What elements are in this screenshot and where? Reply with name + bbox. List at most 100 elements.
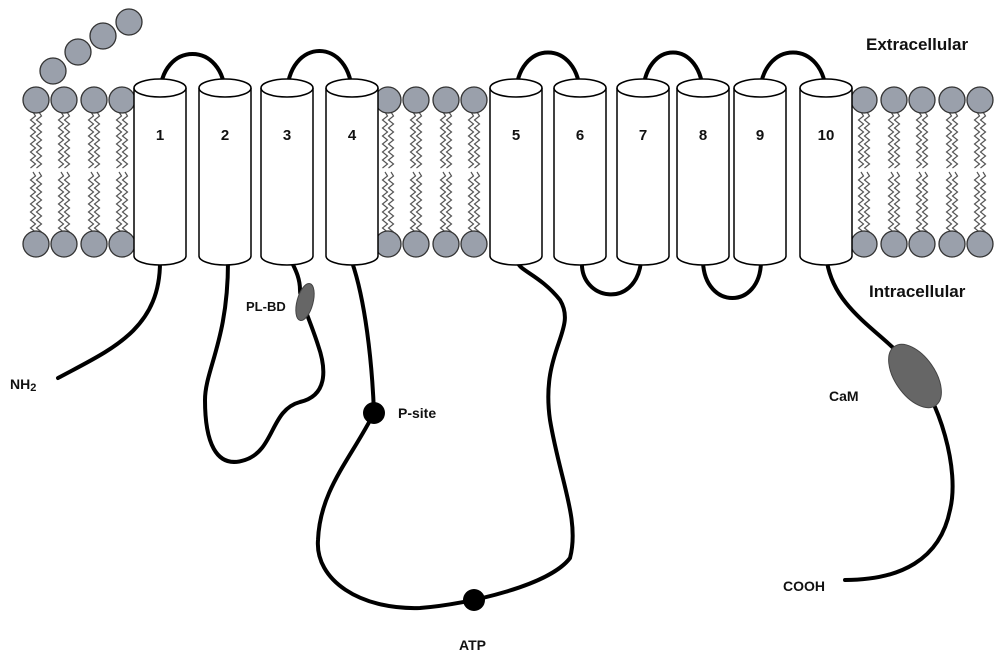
glycan-bead xyxy=(65,39,91,65)
lipid-head xyxy=(939,231,965,257)
helix-3: 3 xyxy=(261,79,313,265)
calmodulin-binding-domain xyxy=(878,335,952,417)
lipid-head xyxy=(109,87,135,113)
lipid-tail xyxy=(923,112,928,168)
lipid-head xyxy=(909,231,935,257)
lipid-tail xyxy=(917,172,922,232)
lipid-tail xyxy=(447,172,452,232)
lipid-tail xyxy=(37,172,42,232)
lipid-tail xyxy=(469,172,474,232)
lipid-head xyxy=(23,231,49,257)
lipid-head xyxy=(909,87,935,113)
lipid-head xyxy=(403,87,429,113)
transmembrane-helices: 1 2 3 4 5 6 7 8 9 10 xyxy=(134,79,852,265)
lipid-head xyxy=(967,231,993,257)
lipid-tail xyxy=(981,172,986,232)
large-cytoplasmic-loop xyxy=(318,262,573,608)
lipid-tail xyxy=(469,112,474,168)
lipid-tail xyxy=(895,172,900,232)
glycan-bead xyxy=(116,9,142,35)
helix-label: 2 xyxy=(221,127,229,144)
lipid-tail xyxy=(441,172,446,232)
lipid-head xyxy=(375,231,401,257)
lipid-tail xyxy=(889,112,894,168)
helix-label: 5 xyxy=(512,127,520,144)
extracellular-glycan-chain xyxy=(40,9,142,84)
lipid-tail xyxy=(889,172,894,232)
helix-label: 10 xyxy=(818,127,835,144)
helix-label: 4 xyxy=(348,127,357,144)
p-site-label: P-site xyxy=(398,405,436,421)
lipid-tail xyxy=(389,172,394,232)
lipid-tail xyxy=(65,112,70,168)
lipid-tail xyxy=(59,112,64,168)
helix-label: 7 xyxy=(639,127,647,144)
lipid-tail xyxy=(865,172,870,232)
lipid-tail xyxy=(411,112,416,168)
helix-5: 5 xyxy=(490,79,542,265)
helix-7: 7 xyxy=(617,79,669,265)
helix-label: 9 xyxy=(756,127,764,144)
lipid-head xyxy=(881,87,907,113)
lipid-head xyxy=(81,87,107,113)
lipid-tail xyxy=(947,172,952,232)
lipid-head xyxy=(433,231,459,257)
n-terminal-tail xyxy=(58,262,160,378)
lipid-head xyxy=(23,87,49,113)
helix-4: 4 xyxy=(326,79,378,265)
c-terminal-tail xyxy=(827,262,953,580)
lipid-tail xyxy=(441,112,446,168)
helix-2: 2 xyxy=(199,79,251,265)
lipid-head xyxy=(403,231,429,257)
lipid-tail xyxy=(117,172,122,232)
lipid-tail xyxy=(975,112,980,168)
lipid-tail xyxy=(37,112,42,168)
lipid-head xyxy=(461,231,487,257)
lipid-tail xyxy=(859,112,864,168)
lipid-tail xyxy=(417,172,422,232)
lipid-tail xyxy=(865,112,870,168)
lipid-tail xyxy=(89,172,94,232)
lipid-tail xyxy=(923,172,928,232)
intracellular-loop-6-7 xyxy=(582,262,641,294)
lipid-head xyxy=(51,87,77,113)
lipid-head xyxy=(375,87,401,113)
lipid-tail xyxy=(31,112,36,168)
helix-label: 6 xyxy=(576,127,584,144)
intracellular-label: Intracellular xyxy=(869,282,966,301)
lipid-head xyxy=(461,87,487,113)
lipid-head xyxy=(81,231,107,257)
glycan-bead xyxy=(40,58,66,84)
lipid-tail xyxy=(89,112,94,168)
lipid-tail xyxy=(95,112,100,168)
lipid-tail xyxy=(383,172,388,232)
helix-6: 6 xyxy=(554,79,606,265)
intracellular-loop-8-9 xyxy=(703,262,761,298)
helix-label: 8 xyxy=(699,127,707,144)
helix-10: 10 xyxy=(800,79,852,265)
n-terminus-subscript: 2 xyxy=(30,382,36,394)
lipid-tail xyxy=(31,172,36,232)
extracellular-label: Extracellular xyxy=(866,35,968,54)
lipid-tail xyxy=(953,172,958,232)
lipid-tail xyxy=(947,112,952,168)
glycan-bead xyxy=(90,23,116,49)
lipid-tail xyxy=(917,112,922,168)
helix-label: 1 xyxy=(156,127,164,144)
lipid-head xyxy=(939,87,965,113)
c-terminus-label: COOH xyxy=(783,578,825,594)
lipid-tail xyxy=(65,172,70,232)
lipid-tail xyxy=(59,172,64,232)
helix-label: 3 xyxy=(283,127,291,144)
cam-label: CaM xyxy=(829,388,859,404)
lipid-head xyxy=(851,87,877,113)
lipid-head xyxy=(851,231,877,257)
lipid-head xyxy=(433,87,459,113)
pl-bd-label: PL-BD xyxy=(246,299,286,314)
lipid-tail xyxy=(475,112,480,168)
lipid-head xyxy=(881,231,907,257)
lipid-tail xyxy=(389,112,394,168)
lipid-tail xyxy=(95,172,100,232)
helix-9: 9 xyxy=(734,79,786,265)
lipid-head xyxy=(109,231,135,257)
